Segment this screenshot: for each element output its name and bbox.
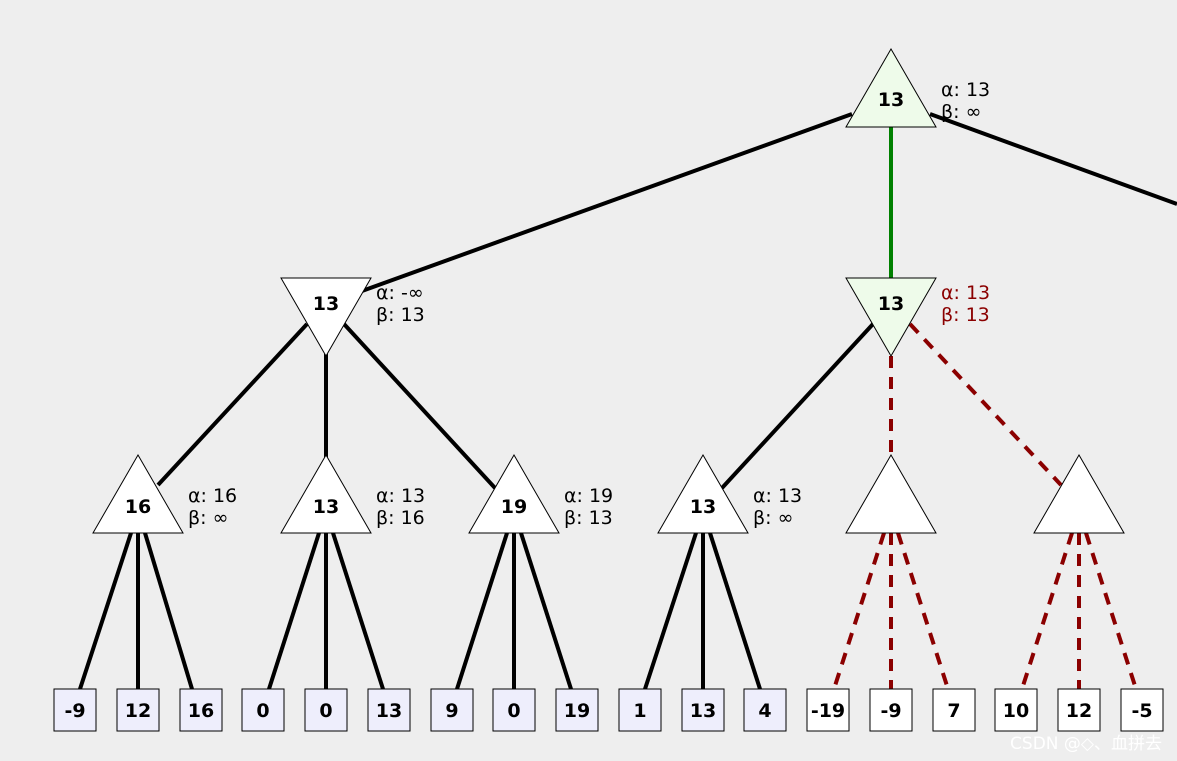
edge-root-to-offscreen-right: [929, 112, 1177, 206]
leaf-value: 16: [188, 700, 214, 722]
max-4-triangle: [657, 453, 749, 534]
leaf-node: 4: [743, 688, 787, 732]
edge-min-mid-to-max-6-pruned: [908, 322, 1063, 487]
leaf-node-pruned: -5: [1120, 688, 1164, 732]
leaf-value: 9: [445, 700, 458, 722]
leaf-node: 12: [116, 688, 160, 732]
max-node-5-pruned: [845, 453, 937, 534]
leaf-value: 7: [947, 700, 960, 722]
leaf-value: 0: [256, 700, 269, 722]
leaf-node: 0: [304, 688, 348, 732]
leaf-value: 1: [633, 700, 646, 722]
leaf-value: -19: [811, 700, 845, 722]
leaf-node-pruned: 7: [932, 688, 976, 732]
max-5-triangle: [845, 453, 937, 534]
max-6-triangle: [1033, 453, 1125, 534]
leaf-node: -9: [53, 688, 97, 732]
max-1-beta: β: ∞: [188, 507, 228, 529]
root-max-triangle: [845, 47, 937, 128]
leaf-node: 1: [618, 688, 662, 732]
edge-max-3-leaf-1: [455, 532, 509, 690]
root-value: 13: [878, 89, 904, 111]
max-2-triangle: [280, 453, 372, 534]
leaf-node-pruned: -9: [869, 688, 913, 732]
tree-edges: [78, 112, 1177, 690]
leaf-value: 12: [1066, 700, 1092, 722]
min-left-value: 13: [313, 293, 339, 315]
min-node-mid: 13 α: 13 β: 13: [845, 277, 990, 358]
max-3-value: 19: [501, 496, 527, 518]
leaf-value: -9: [64, 700, 85, 722]
leaf-value: 4: [758, 700, 771, 722]
max-node-4: 13 α: 13 β: ∞: [657, 453, 802, 534]
edge-max-6-leaf-3-pruned: [1084, 532, 1138, 690]
edge-max-4-leaf-3: [708, 532, 762, 690]
edge-max-6-leaf-1-pruned: [1020, 532, 1074, 690]
min-left-beta: β: 13: [376, 304, 425, 326]
edge-max-2-leaf-1: [267, 532, 321, 690]
min-left-alpha: α: -∞: [376, 282, 424, 304]
max-3-beta: β: 13: [564, 507, 613, 529]
min-mid-beta: β: 13: [941, 304, 990, 326]
leaf-node: 16: [179, 688, 223, 732]
max-node-1: 16 α: 16 β: ∞: [92, 453, 237, 534]
max-4-value: 13: [690, 496, 716, 518]
leaf-value: 13: [690, 700, 716, 722]
root-beta: β: ∞: [941, 101, 981, 123]
min-mid-alpha: α: 13: [941, 282, 990, 304]
min-mid-triangle: [845, 277, 937, 358]
leaf-node-pruned: -19: [806, 688, 850, 732]
root-alpha: α: 13: [941, 79, 990, 101]
leaf-node: 9: [430, 688, 474, 732]
edge-root-to-min-left: [361, 112, 853, 293]
edge-max-3-leaf-3: [519, 532, 573, 690]
edge-min-mid-to-max-4: [720, 322, 875, 490]
watermark: CSDN @◇、血拼去: [1010, 734, 1162, 754]
leaf-node-pruned: 12: [1057, 688, 1101, 732]
edge-max-5-leaf-3-pruned: [896, 532, 950, 690]
leaf-value: 0: [319, 700, 332, 722]
edge-max-1-leaf-1: [78, 532, 133, 690]
max-4-beta: β: ∞: [753, 507, 793, 529]
edge-min-left-to-max-1: [156, 322, 309, 487]
leaf-value: 0: [507, 700, 520, 722]
leaf-node: 0: [241, 688, 285, 732]
max-1-alpha: α: 16: [188, 485, 237, 507]
leaf-node: 13: [367, 688, 411, 732]
leaf-value: -9: [880, 700, 901, 722]
leaf-node: 0: [492, 688, 536, 732]
leaf-nodes: -9 12 16 0 0 13 9 0 19 1 13 4 -19 -9 7 1…: [53, 688, 1164, 732]
min-node-left: 13 α: -∞ β: 13: [280, 277, 425, 358]
edge-max-2-leaf-3: [331, 532, 385, 690]
max-2-beta: β: 16: [376, 507, 425, 529]
leaf-value: 13: [376, 700, 402, 722]
leaf-node-pruned: 10: [994, 688, 1038, 732]
leaf-node: 13: [681, 688, 725, 732]
edge-min-left-to-max-3: [342, 322, 497, 490]
min-mid-value: 13: [878, 293, 904, 315]
root-max-node: 13 α: 13 β: ∞: [845, 47, 990, 128]
max-1-triangle: [92, 453, 184, 534]
leaf-value: -5: [1131, 700, 1152, 722]
max-2-alpha: α: 13: [376, 485, 425, 507]
max-2-value: 13: [313, 496, 339, 518]
edge-max-1-leaf-3: [143, 532, 194, 690]
max-3-alpha: α: 19: [564, 485, 613, 507]
max-4-alpha: α: 13: [753, 485, 802, 507]
leaf-node: 19: [555, 688, 599, 732]
max-1-value: 16: [125, 496, 151, 518]
edge-max-4-leaf-1: [643, 532, 698, 690]
min-left-triangle: [280, 277, 372, 358]
leaf-value: 19: [564, 700, 590, 722]
leaf-value: 10: [1003, 700, 1029, 722]
max-3-triangle: [468, 453, 560, 534]
max-node-6-pruned: [1033, 453, 1125, 534]
edge-max-5-leaf-1-pruned: [832, 532, 886, 690]
leaf-value: 12: [125, 700, 151, 722]
max-node-3: 19 α: 19 β: 13: [468, 453, 613, 534]
max-node-2: 13 α: 13 β: 16: [280, 453, 425, 534]
